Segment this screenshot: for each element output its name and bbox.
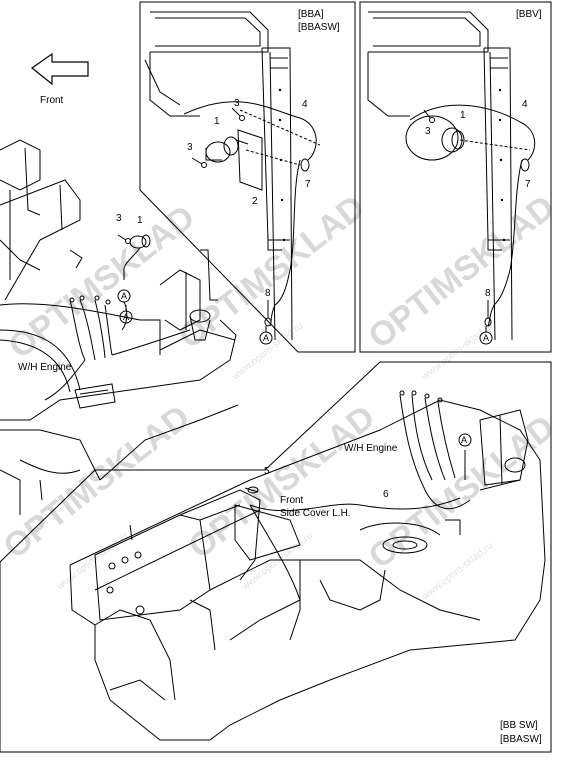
- bottom-frame-labels: A W/H Engine Front Side Cover L.H. 5 6 […: [264, 435, 542, 745]
- panel-label-bbasw: [BBASW]: [298, 22, 340, 33]
- part-number: 7: [305, 179, 311, 190]
- bottom-panel: [0, 361, 552, 753]
- watermark-text: OPTIMSKLAD: [362, 188, 563, 356]
- callout-a: A: [121, 291, 127, 301]
- panel-label-bba: [BBA]: [298, 9, 324, 20]
- part-number: 3: [425, 126, 431, 137]
- panel-label-bbasw-bottom: [BBASW]: [500, 734, 542, 745]
- callout-a: A: [461, 435, 467, 445]
- front-label: Front: [40, 95, 64, 106]
- watermark-url: www.optim-sklad.ru: [419, 540, 495, 603]
- part-number: 1: [460, 110, 466, 121]
- part-number: 8: [485, 288, 491, 299]
- callout-circle: [259, 331, 273, 345]
- part-number: 4: [302, 99, 308, 110]
- inset-panel-bbv: [359, 1, 552, 353]
- part-number: 5: [264, 466, 270, 477]
- part-number: 7: [525, 179, 531, 190]
- watermark-url: www.optim-sklad.ru: [54, 530, 130, 593]
- part-number: 1: [214, 116, 220, 127]
- left-frame-labels: 1 3 A A W/H Engine: [18, 213, 143, 373]
- callout-a: A: [123, 312, 129, 322]
- watermark-text: OPTIMSKLAD: [172, 188, 373, 356]
- part-number: 2: [252, 196, 258, 207]
- part-number: 6: [383, 489, 389, 500]
- bottom-frame-drawing: [69, 390, 546, 741]
- watermark-url: www.optim-sklad.ru: [229, 320, 305, 383]
- front-direction-arrow: Front: [30, 52, 89, 106]
- side-cover-label-line2: Side Cover L.H.: [280, 508, 351, 519]
- engine-harness-label-left: W/H Engine: [18, 362, 72, 373]
- left-frame-drawing: [0, 139, 239, 515]
- panel-frames: [0, 1, 552, 753]
- bba-labels: [BBA] [BBASW] 3 1 3 2 4 7 8 A: [187, 9, 340, 343]
- part-number: 4: [522, 99, 528, 110]
- part-number: 3: [187, 142, 193, 153]
- bbv-labels: [BBV] 1 3 4 7 8 A: [425, 9, 542, 343]
- callout-circle: [458, 433, 472, 447]
- panel-label-bbv: [BBV]: [516, 9, 542, 20]
- part-number: 8: [265, 288, 271, 299]
- bbv-assembly-drawing: [367, 11, 536, 345]
- arrow-icon: [30, 52, 89, 86]
- callout-a: A: [483, 333, 489, 343]
- part-number: 3: [234, 98, 240, 109]
- watermark-text: OPTIMSKLAD: [0, 398, 197, 566]
- panel-label-bbsw: [BB SW]: [500, 720, 538, 731]
- part-number: 3: [116, 213, 122, 224]
- inset-panel-bba: [139, 1, 356, 353]
- watermark-url: www.optim-sklad.ru: [239, 530, 315, 593]
- watermark-text: OPTIMSKLAD: [182, 398, 383, 566]
- callout-a: A: [263, 333, 269, 343]
- bba-assembly-drawing: [144, 11, 321, 345]
- engine-harness-label-right: W/H Engine: [344, 443, 398, 454]
- callout-circle: [479, 331, 493, 345]
- side-cover-label-line1: Front: [280, 495, 304, 506]
- part-number: 1: [137, 215, 143, 226]
